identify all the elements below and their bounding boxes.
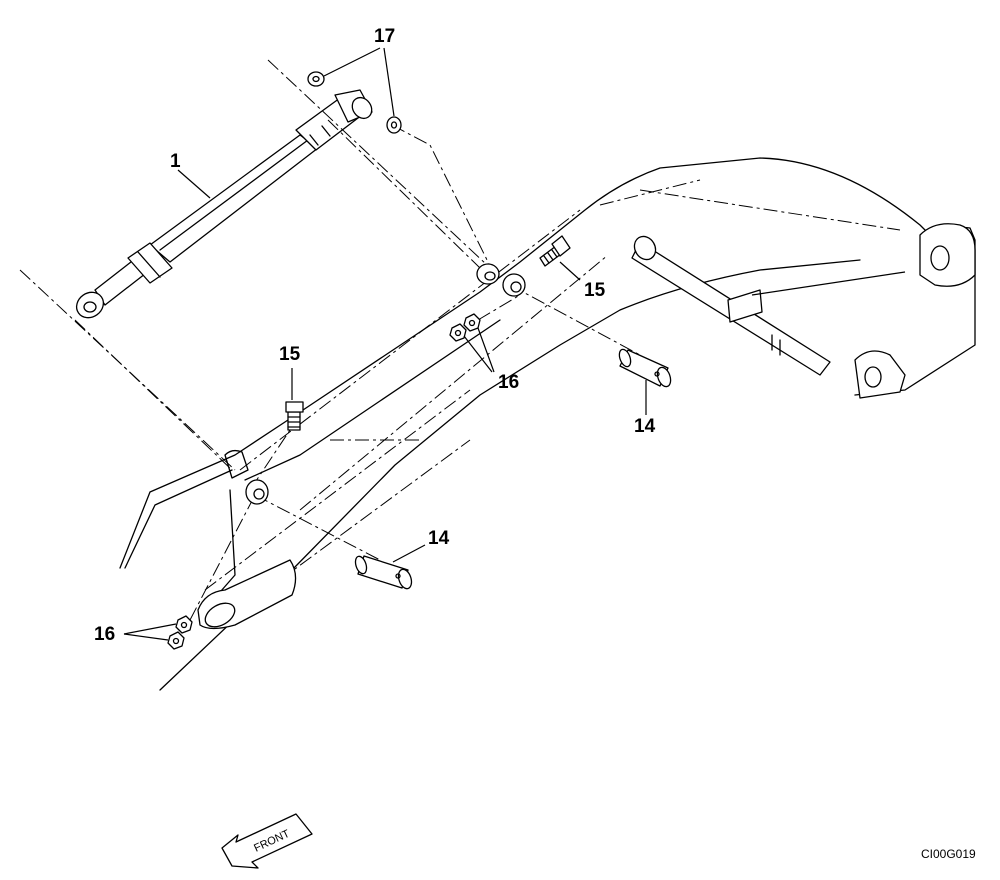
callout-1: 1	[170, 151, 181, 172]
nut-icon	[175, 615, 193, 634]
arm-cylinder	[75, 89, 373, 319]
assembly-lines	[19, 59, 641, 621]
nut-icon	[449, 323, 467, 342]
callout-14-upper: 14	[634, 416, 656, 437]
leader-lines	[123, 47, 647, 641]
lower-boss	[245, 479, 269, 505]
arm-structure	[119, 157, 976, 691]
washer-icon	[307, 71, 325, 87]
bolt-icon	[285, 401, 304, 431]
drawing-code: CI00G019	[921, 847, 976, 861]
washer-icon	[386, 116, 402, 134]
callout-16-upper: 16	[498, 372, 519, 393]
front-arrow-icon: FRONT	[221, 813, 313, 869]
callout-15-upper: 15	[584, 280, 606, 301]
upper-boss	[476, 263, 526, 297]
pin-icon	[618, 348, 672, 388]
callout-17: 17	[374, 26, 395, 47]
callout-16-lower: 16	[94, 624, 115, 645]
pin-icon	[354, 555, 413, 590]
nut-icon	[167, 631, 185, 650]
callout-14-lower: 14	[428, 528, 450, 549]
bolt-icon	[539, 235, 571, 267]
callout-15-lower: 15	[279, 344, 301, 365]
